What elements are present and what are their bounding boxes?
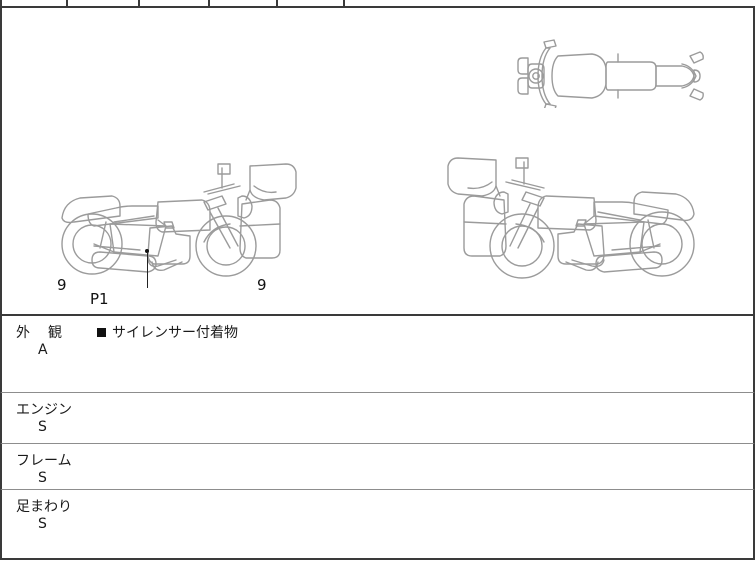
condition-label-exterior: 外観 [16, 325, 62, 341]
header-cell-1 [0, 0, 68, 6]
damage-marker-p1-dot [145, 249, 149, 253]
motorcycle-top-view-icon [514, 36, 704, 108]
condition-label-suspension: 足まわり [16, 499, 72, 515]
condition-row-exterior: 外観 A サイレンサー付着物 [0, 316, 755, 393]
condition-grade-frame: S [38, 470, 47, 486]
motorcycle-left-side-view-icon [54, 156, 304, 286]
condition-grade-exterior: A [38, 342, 48, 358]
damage-marker-p1: P1 [90, 290, 109, 308]
damage-marker-9-front: 9 [57, 276, 67, 294]
header-cell-4 [210, 0, 278, 6]
header-cell-3 [140, 0, 210, 6]
vehicle-diagram-panel: 9 P1 9 [0, 8, 755, 316]
condition-grade-suspension: S [38, 516, 47, 532]
condition-grade-engine: S [38, 419, 47, 435]
condition-label-engine: エンジン [16, 402, 72, 418]
condition-row-frame: フレーム S [0, 444, 755, 490]
header-table-strip [0, 0, 755, 8]
header-cell-5 [278, 0, 345, 6]
damage-marker-p1-leader-line [147, 252, 148, 288]
condition-label-frame: フレーム [16, 453, 72, 469]
header-cell-6 [345, 0, 755, 6]
condition-note-exterior: サイレンサー付着物 [97, 322, 238, 342]
condition-row-suspension: 足まわり S [0, 490, 755, 560]
condition-note-text-exterior: サイレンサー付着物 [112, 325, 238, 341]
note-bullet-square-icon [97, 328, 106, 337]
condition-row-engine: エンジン S [0, 393, 755, 444]
damage-marker-9-rear: 9 [257, 276, 267, 294]
header-cell-2 [68, 0, 140, 6]
motorcycle-right-side-view-icon [444, 148, 704, 288]
